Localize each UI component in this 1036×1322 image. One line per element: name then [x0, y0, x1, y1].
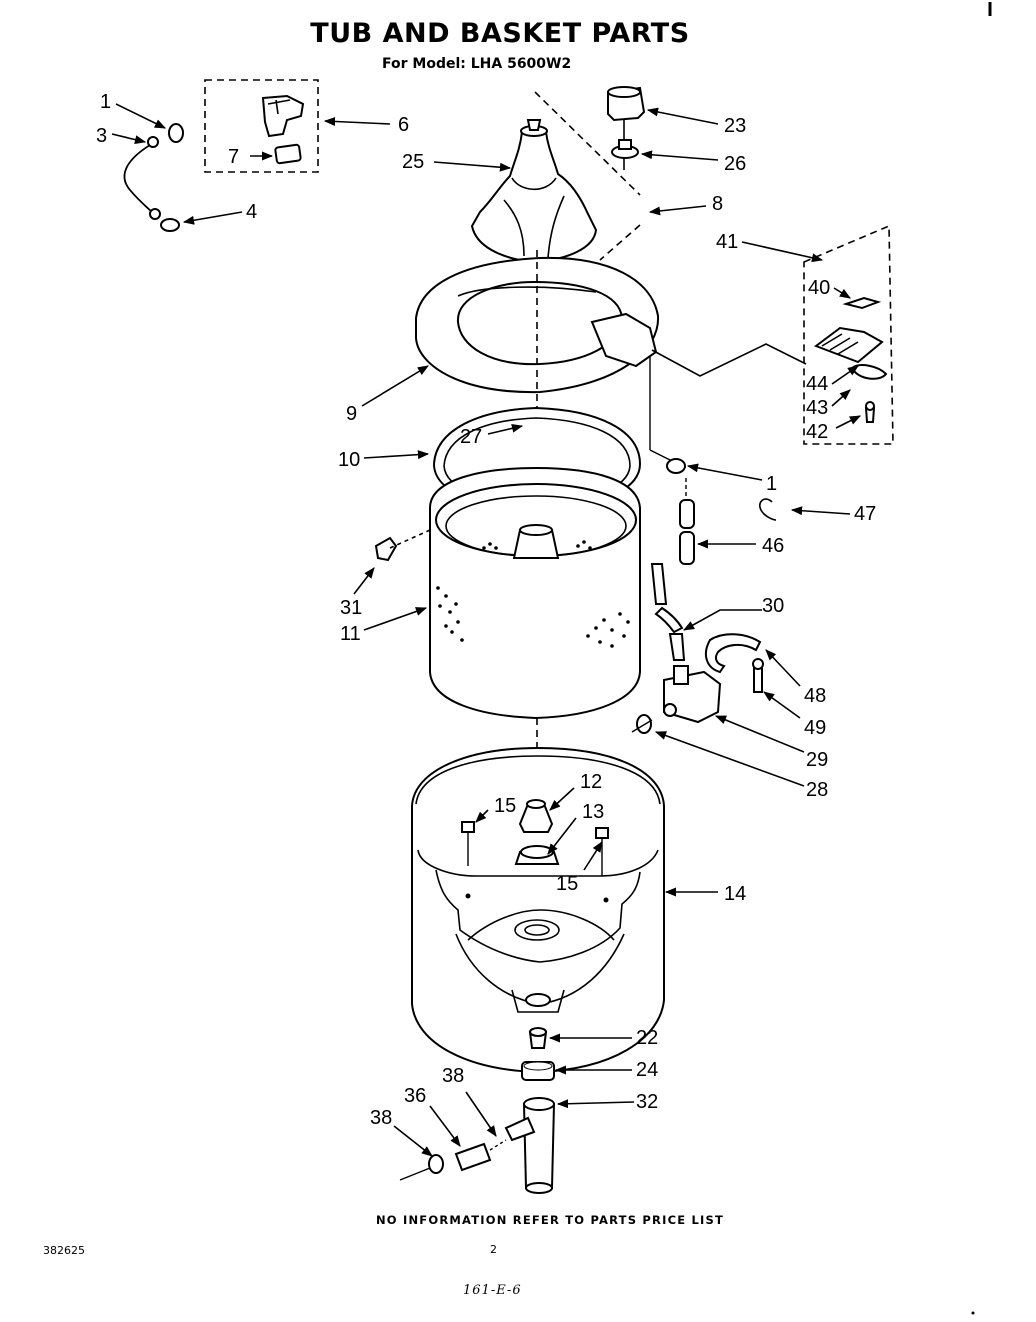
pump-hose-group: [631, 449, 777, 734]
part-labels: 1 3 4 6 7 23 26 25 8 41 40 44 43 42 9 27…: [96, 91, 876, 1129]
part-label-48: 48: [804, 685, 826, 707]
inlet-valve-group: [123, 79, 319, 232]
footer-note: NO INFORMATION REFER TO PARTS PRICE LIST: [375, 1213, 725, 1227]
part-label-13: 13: [582, 801, 604, 823]
part-label-28: 28: [806, 779, 828, 801]
part-label-26: 26: [724, 153, 746, 175]
part-label-36: 36: [404, 1085, 426, 1107]
part-label-44: 44: [806, 373, 828, 395]
drain-group: [399, 1027, 556, 1194]
part-label-22: 22: [636, 1027, 658, 1049]
part-label-49: 49: [804, 717, 826, 739]
part-label-24: 24: [636, 1059, 658, 1081]
part-label-42: 42: [806, 421, 828, 443]
part-label-1b: 1: [766, 473, 777, 495]
handwritten-code: 161-E-6: [463, 1283, 522, 1298]
part-label-12: 12: [580, 771, 602, 793]
part-label-15a: 15: [494, 795, 516, 817]
part-label-43: 43: [806, 397, 828, 419]
part-label-10: 10: [338, 449, 360, 471]
outer-tub: [411, 746, 665, 1074]
part-label-25: 25: [402, 151, 424, 173]
page-number: 2: [490, 1243, 497, 1256]
part-label-32: 32: [636, 1091, 658, 1113]
part-label-6: 6: [398, 114, 409, 136]
part-label-40: 40: [808, 277, 830, 299]
model-subtitle: For Model: LHA 5600W2: [382, 56, 572, 72]
agitator-group: [470, 86, 646, 264]
tub-ring: [415, 91, 807, 450]
leader-arrows: [111, 103, 862, 1157]
part-label-3: 3: [96, 125, 107, 147]
part-label-7: 7: [228, 146, 239, 168]
part-label-11: 11: [340, 623, 361, 645]
dispenser-group: [803, 224, 894, 445]
part-label-38b: 38: [370, 1107, 392, 1129]
part-label-29: 29: [806, 749, 828, 771]
part-label-14: 14: [724, 883, 746, 905]
part-label-9: 9: [346, 403, 357, 425]
part-label-47: 47: [854, 503, 876, 525]
part-label-4: 4: [246, 201, 257, 223]
page-title: TUB AND BASKET PARTS: [310, 18, 690, 49]
part-label-41: 41: [716, 231, 738, 253]
basket: [374, 466, 641, 720]
part-label-46: 46: [762, 535, 784, 557]
document-number: 382625: [43, 1244, 85, 1257]
part-label-31: 31: [340, 597, 362, 619]
part-label-15b: 15: [556, 873, 578, 895]
part-label-8: 8: [712, 193, 723, 215]
part-label-30: 30: [762, 595, 784, 617]
part-label-23: 23: [724, 115, 746, 137]
part-label-38a: 38: [442, 1065, 464, 1087]
part-label-27: 27: [460, 426, 482, 448]
part-label-1: 1: [100, 91, 111, 113]
